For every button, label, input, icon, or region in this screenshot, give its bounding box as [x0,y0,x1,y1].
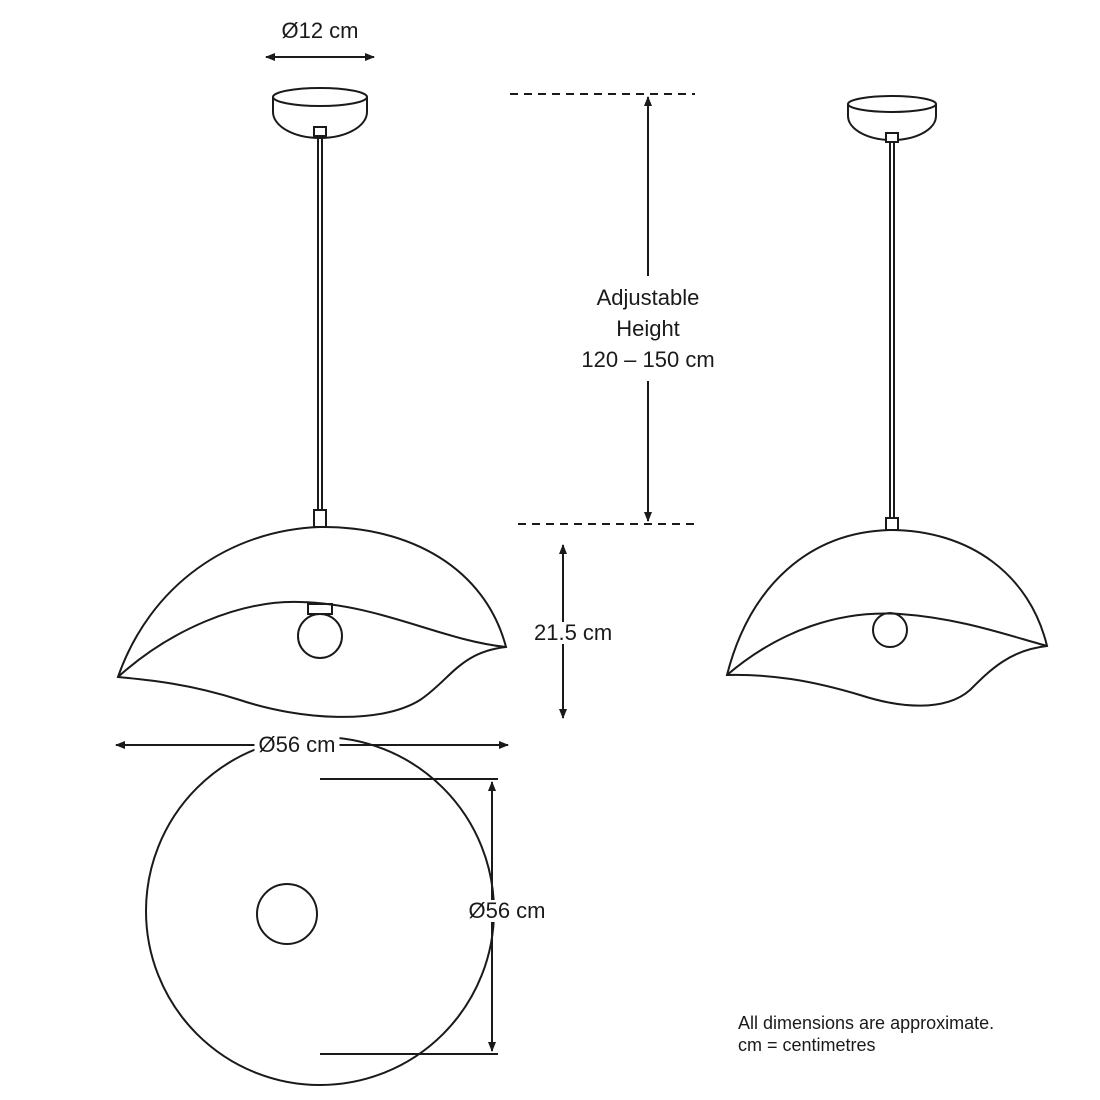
approximate-note: All dimensions are approximate. [738,1013,995,1033]
cord-grip-side [885,517,899,531]
canopy-front-top [272,87,368,107]
bulb-front [297,613,343,659]
shade-width-label: Ø56 cm [254,734,340,756]
pendant-side-view [725,95,1049,707]
canopy-front-clamp [313,126,327,137]
shade-side-inner-fold [726,612,1048,676]
shade-front-outline [116,525,508,718]
canopy-diameter-label: Ø12 cm [281,18,359,43]
adjustable-height-label: Adjustable Height 120 – 150 cm [579,276,717,381]
cord-grip-front [313,509,327,528]
canopy-front-body [272,97,368,139]
height-label-line2: Height [616,316,680,341]
canopy-side-clamp [885,132,899,143]
pendant-front-view [116,87,508,718]
canopy-top-circle [256,883,318,945]
units-note: cm = centimetres [738,1035,876,1055]
top-view [145,736,498,1086]
shade-front-inner-fold [117,600,507,678]
shade-side-outline [725,528,1049,707]
bulb-side [872,612,908,648]
shade-top-circle [145,736,495,1086]
height-label-line3: 120 – 150 cm [581,347,715,372]
canopy-side-top [847,95,937,113]
footnotes: All dimensions are approximate. cm = cen… [738,1012,994,1056]
top-view-diameter-label: Ø56 cm [464,900,550,922]
bulb-socket-front [307,603,333,615]
height-label-line1: Adjustable [596,285,700,310]
shade-height-label: 21.5 cm [530,622,617,644]
